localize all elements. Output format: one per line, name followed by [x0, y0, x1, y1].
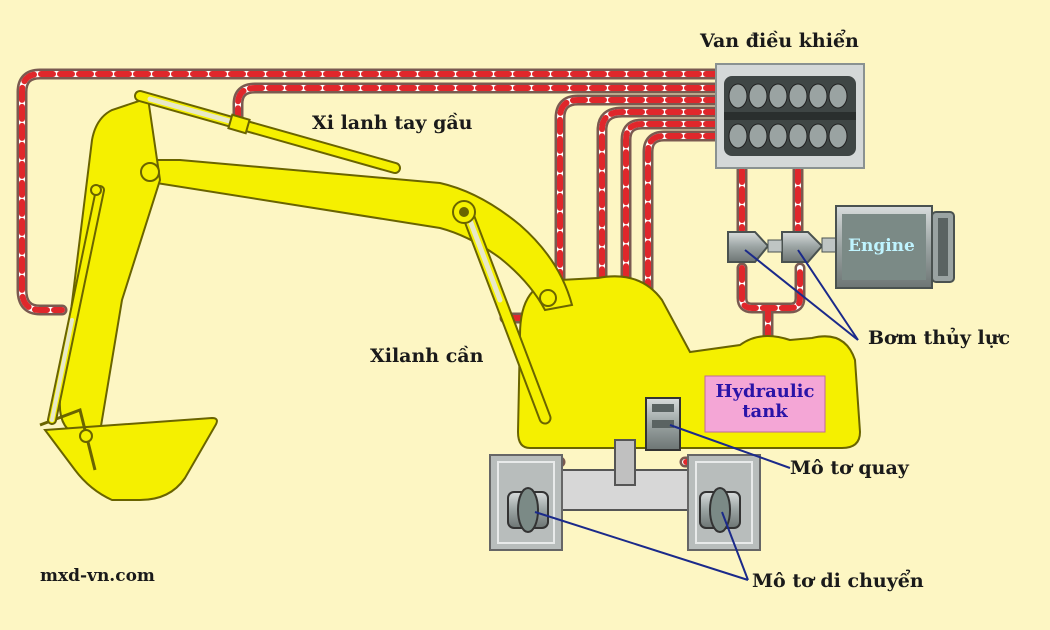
boom-cylinder-label: Xilanh cần [370, 345, 484, 367]
stick-arm [58, 96, 162, 438]
hydraulic-pump-label: Bơm thủy lực [868, 327, 1011, 349]
bucket [43, 416, 218, 501]
engine-block [835, 205, 955, 289]
arm-cylinder [134, 90, 401, 174]
control-valve-label: Van điều khiển [700, 30, 859, 52]
arm-cylinder-label: Xi lanh tay gầu [312, 112, 473, 134]
swing-motor [645, 397, 681, 451]
hydraulic-tank-label: Hydraulic tank [708, 382, 822, 422]
leader-lines [534, 249, 859, 581]
hydraulic-pump-2 [781, 231, 824, 263]
pump-shaft [767, 239, 783, 253]
hydraulic-pump-1 [727, 231, 770, 263]
control-valve-block [715, 63, 865, 169]
engine-label: Engine [848, 236, 915, 256]
travel-motor-left [507, 487, 549, 533]
swing-motor-label: Mô tơ quay [790, 457, 909, 479]
pivot-pins [79, 162, 557, 443]
watermark: mxd-vn.com [40, 566, 155, 586]
hydraulic-tank-label-line2: tank [742, 401, 788, 422]
boom [147, 159, 574, 312]
travel-motor-label: Mô tơ di chuyển [752, 570, 924, 592]
hydraulic-tank-label-line1: Hydraulic [715, 381, 815, 402]
bucket-cylinder [47, 185, 105, 425]
boom-cylinder [461, 208, 552, 425]
hydraulic-tank [704, 375, 826, 433]
travel-motor-right [699, 487, 741, 533]
